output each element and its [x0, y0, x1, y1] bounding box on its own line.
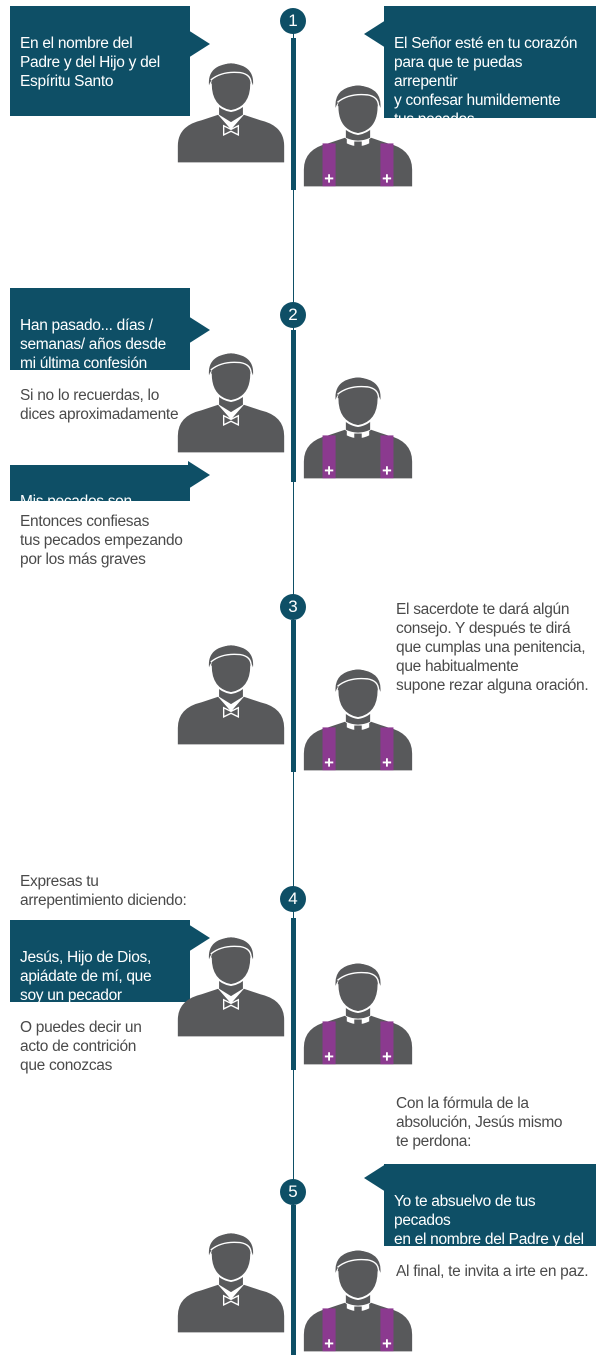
penitent-figure-icon: [176, 932, 286, 1040]
penitent-speech-bubble: Han pasado... días / semanas/ años desde…: [10, 288, 210, 372]
priest-speech-bubble: Yo te absuelvo de tus pecados en el nomb…: [364, 1164, 596, 1267]
step-number-3: 3: [280, 594, 306, 620]
step-number-5: 5: [280, 1179, 306, 1205]
step-2-note: Si no lo recuerdas, lo dices aproximadam…: [20, 387, 179, 423]
bubble-tail: [364, 20, 386, 48]
timeline-segment: [291, 38, 296, 190]
step-3-priest-note: El sacerdote te dará algún consejo. Y de…: [396, 601, 589, 694]
priest-figure-icon: [302, 958, 414, 1068]
penitent-figure-icon: [176, 348, 286, 456]
step-5-final-note: Al final, te invita a irte en paz.: [396, 1263, 589, 1280]
bubble-text: Yo te absuelvo de tus pecados en el nomb…: [394, 1193, 584, 1267]
step-number-4: 4: [280, 886, 306, 912]
bubble-tail: [364, 1164, 386, 1192]
step-5-intro-note: Con la fórmula de la absolución, Jesús m…: [396, 1095, 563, 1150]
bubble-tail: [188, 30, 210, 58]
priest-figure-icon: [302, 1245, 414, 1355]
bubble-tail: [188, 316, 210, 344]
timeline-segment: [291, 1205, 296, 1355]
timeline-segment: [291, 918, 296, 1070]
penitent-figure-icon: [176, 58, 286, 166]
bubble-tail: [188, 924, 210, 952]
priest-figure-icon: [302, 372, 414, 482]
step-4-intro-note: Expresas tu arrepentimiento diciendo:: [20, 873, 187, 909]
penitent-speech-bubble: En el nombre del Padre y del Hijo y del …: [10, 6, 210, 116]
penitent-speech-bubble: Jesús, Hijo de Dios, apiádate de mí, que…: [10, 920, 210, 1004]
bubble-text: En el nombre del Padre y del Hijo y del …: [20, 35, 160, 90]
bubble-text: Han pasado... días / semanas/ años desde…: [20, 317, 166, 372]
timeline-segment: [291, 330, 296, 482]
bubble-text: Jesús, Hijo de Dios, apiádate de mí, que…: [20, 949, 152, 1004]
bubble-text: El Señor esté en tu corazón para que te …: [394, 35, 578, 128]
penitent-speech-bubble: Mis pecados son...: [10, 461, 210, 510]
step-2-note-2: Entonces confiesas tus pecados empezando…: [20, 513, 183, 568]
penitent-figure-icon: [176, 1228, 286, 1336]
priest-speech-bubble: El Señor esté en tu corazón para que te …: [364, 6, 596, 128]
step-number-1: 1: [280, 8, 306, 34]
penitent-figure-icon: [176, 640, 286, 748]
step-4-note: O puedes decir un acto de contrición que…: [20, 1019, 142, 1074]
priest-figure-icon: [302, 664, 414, 774]
bubble-text: Mis pecados son...: [20, 493, 144, 510]
step-number-2: 2: [280, 302, 306, 328]
timeline-segment: [291, 620, 296, 772]
bubble-tail: [188, 461, 210, 489]
